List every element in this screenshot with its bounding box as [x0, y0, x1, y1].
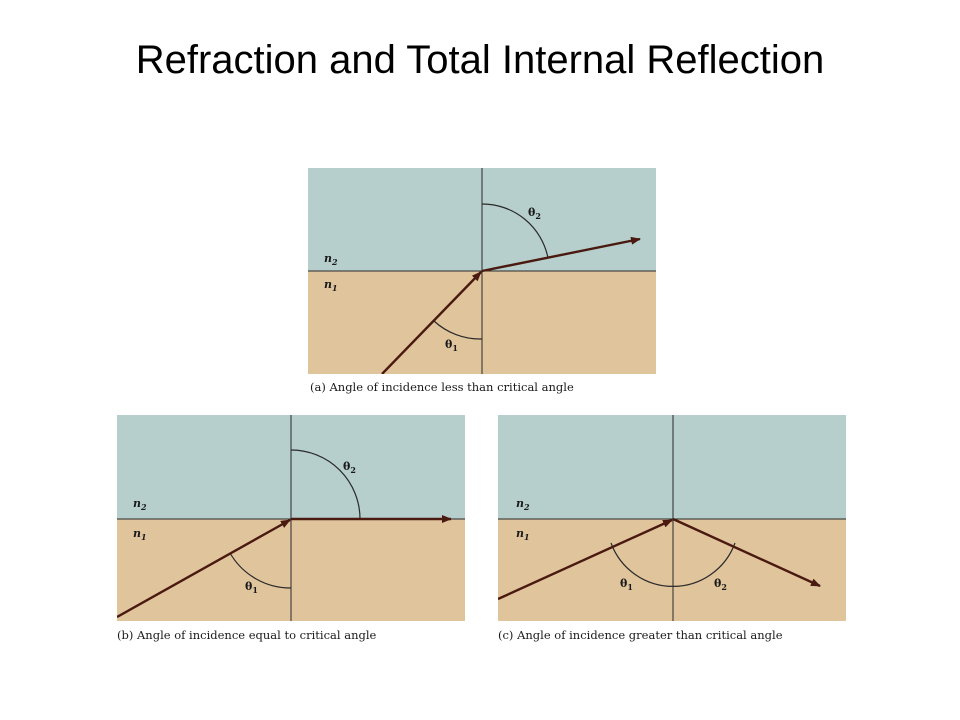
- refracted-ray: [481, 236, 641, 273]
- n2-label: n2: [324, 252, 338, 267]
- panel-b: n2 n1 θ2 θ1: [117, 415, 465, 621]
- theta1-label: θ1: [445, 338, 458, 353]
- incident-ray: [498, 518, 673, 601]
- reflected-ray: [672, 517, 821, 588]
- theta1-arc: [229, 552, 292, 589]
- theta2-arc: [481, 203, 549, 259]
- lower-medium: [498, 519, 846, 621]
- theta2-arc: [290, 449, 361, 520]
- slide-title: Refraction and Total Internal Reflection: [135, 38, 825, 82]
- theta1-arc: [433, 320, 483, 340]
- panel-c-caption: (c) Angle of incidence greater than crit…: [498, 628, 783, 642]
- upper-medium: [498, 415, 846, 519]
- theta2-label: θ2: [714, 577, 727, 592]
- incident-ray: [117, 518, 291, 619]
- theta1-label: θ1: [620, 577, 633, 592]
- panel-c-diagram: n2 n1 θ1 θ2: [498, 415, 846, 621]
- n1-label: n1: [324, 278, 338, 293]
- theta-arc: [610, 542, 736, 587]
- theta2-label: θ2: [343, 460, 356, 475]
- panel-a-caption: (a) Angle of incidence less than critica…: [310, 380, 574, 394]
- panel-a: n2 n1 θ2 θ1: [308, 168, 656, 374]
- theta1-label: θ1: [245, 580, 258, 595]
- panel-a-diagram: n2 n1 θ2 θ1: [308, 168, 656, 374]
- panel-b-diagram: n2 n1 θ2 θ1: [117, 415, 465, 621]
- n1-label: n1: [133, 527, 147, 542]
- panel-c: n2 n1 θ1 θ2: [498, 415, 846, 621]
- theta2-label: θ2: [528, 206, 541, 221]
- n2-label: n2: [133, 497, 147, 512]
- n1-label: n1: [516, 527, 530, 542]
- incident-ray: [381, 271, 482, 374]
- n2-label: n2: [516, 497, 530, 512]
- panel-b-caption: (b) Angle of incidence equal to critical…: [117, 628, 377, 642]
